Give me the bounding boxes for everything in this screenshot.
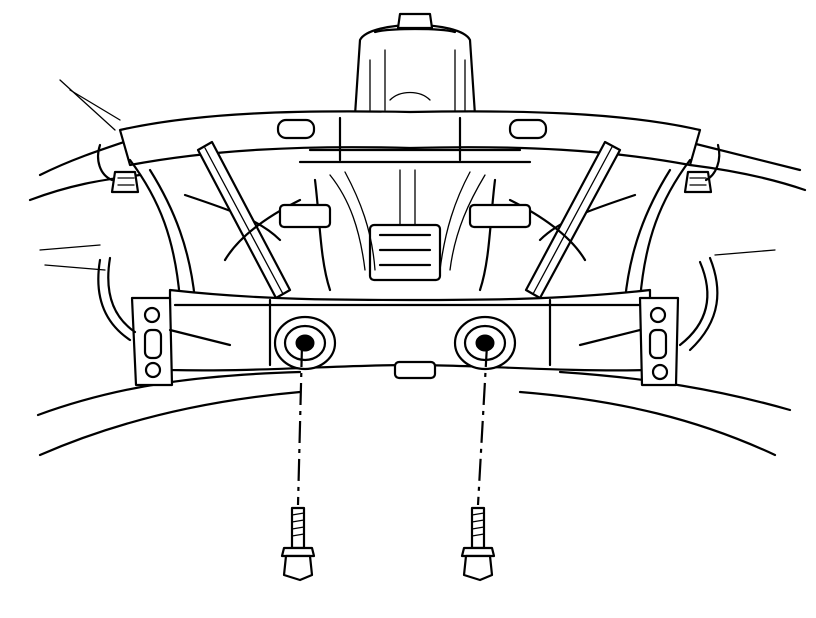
- side-hoses: [97, 256, 719, 352]
- left-mount-bracket: [130, 296, 232, 387]
- subframe-lower-crossmember: [168, 288, 652, 380]
- right-bushing: [453, 315, 517, 371]
- right-mounting-bolt: [460, 344, 496, 582]
- upper-fasteners: [96, 143, 721, 194]
- left-mounting-bolt: [280, 344, 316, 582]
- right-mount-bracket: [578, 296, 680, 387]
- differential-housing: [353, 12, 477, 117]
- subframe-upper-crossmember: [118, 110, 702, 167]
- left-bushing: [273, 315, 337, 371]
- diagonal-braces: [196, 140, 622, 300]
- center-components: [223, 169, 587, 292]
